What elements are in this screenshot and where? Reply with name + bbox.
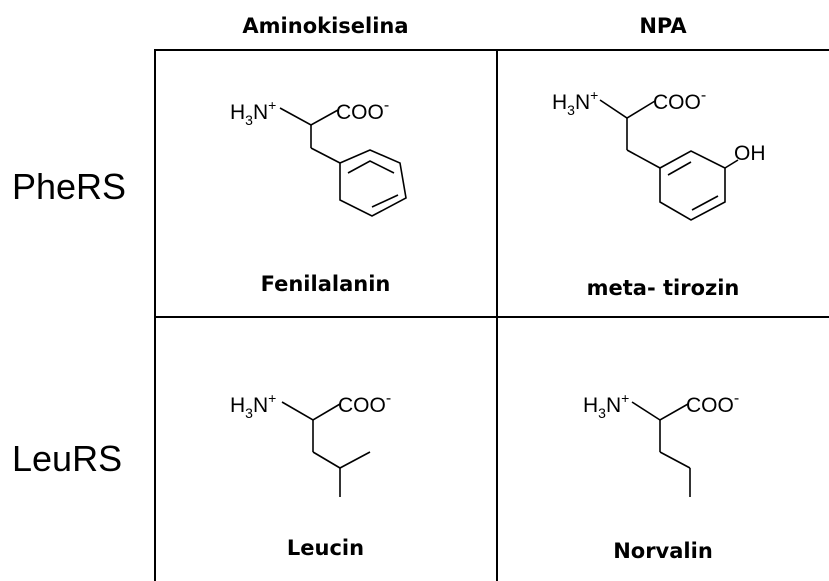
row-header-leurs: LeuRS xyxy=(12,438,123,479)
carboxylate-group-label: COO- xyxy=(336,97,389,124)
cell-label-phenylalanine: Fenilalanin xyxy=(260,272,391,296)
row-header-pherS: PheRS xyxy=(12,166,127,207)
amine-group-label: H3N+ xyxy=(583,390,629,421)
carboxylate-group-label: COO- xyxy=(653,87,706,114)
carboxylate-group-label: COO- xyxy=(338,390,391,417)
grid-middle-divider xyxy=(496,49,498,581)
leucine-structure: H3N+ COO- xyxy=(230,390,391,497)
grid-row-divider xyxy=(154,316,829,318)
cell-label-leucine: Leucin xyxy=(286,536,365,560)
norvaline-structure: H3N+ COO- xyxy=(583,390,739,497)
hydroxyl-group-label: OH xyxy=(734,142,766,165)
cell-label-meta-tyrosine: meta- tirozin xyxy=(586,276,740,300)
carboxylate-group-label: COO- xyxy=(686,390,739,417)
amine-group-label: H3N+ xyxy=(552,87,598,118)
column-header-aminokiselina: Aminokiselina xyxy=(242,14,409,38)
amine-group-label: H3N+ xyxy=(230,390,276,421)
meta-tyrosine-structure: H3N+ COO- OH xyxy=(552,87,766,221)
phenylalanine-structure: H3N+ COO- xyxy=(230,97,407,217)
amine-group-label: H3N+ xyxy=(230,97,276,128)
grid-top-border xyxy=(154,49,829,51)
column-header-npa: NPA xyxy=(639,14,687,38)
cell-label-norvaline: Norvalin xyxy=(613,539,713,563)
grid-left-border xyxy=(154,49,156,581)
